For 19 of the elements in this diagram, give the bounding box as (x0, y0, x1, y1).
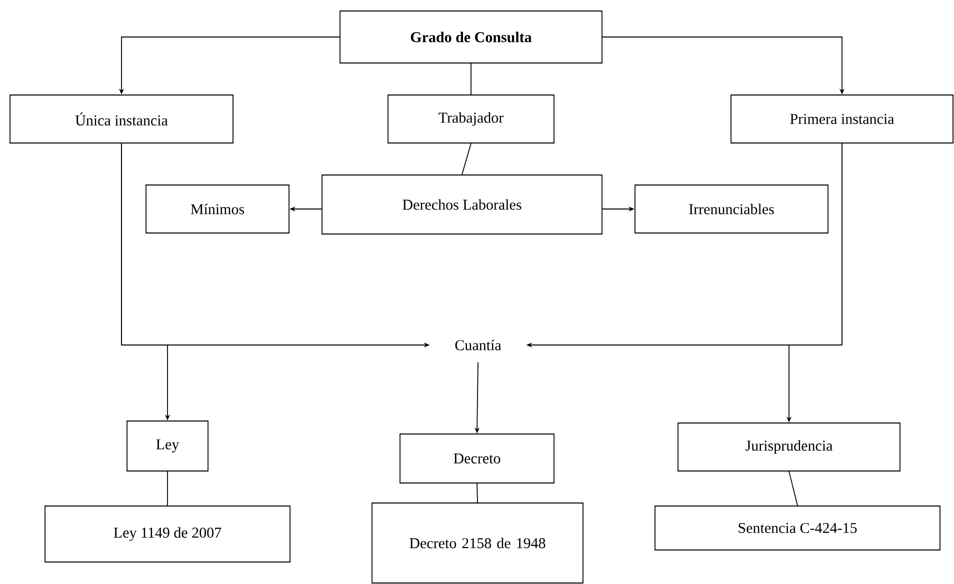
connector-line (476, 483, 478, 503)
concept-box: Decreto 2158 de 1948 (372, 502, 584, 584)
concept-box: Irrenunciables (634, 184, 828, 234)
concept-box: Sentencia C-424-15 (654, 506, 940, 550)
concept-box: Jurisprudencia (678, 422, 900, 472)
concept-box: Trabajador (388, 94, 554, 144)
connector-line (788, 471, 798, 506)
connector-line (462, 143, 472, 175)
concept-box: Mínimos (146, 184, 290, 234)
connector-line (167, 471, 168, 506)
concept-label: Cuantía (455, 340, 502, 350)
concept-box: Única instancia (10, 94, 234, 144)
concept-box: Derechos Laborales (322, 174, 602, 234)
concept-box: Decreto (400, 434, 554, 484)
concept-box: Ley 1149 de 2007 (44, 506, 290, 562)
concept-box: Ley (126, 420, 208, 472)
concept-box: Primera instancia (730, 94, 954, 144)
connector-line (470, 63, 472, 95)
concept-box: Grado de Consulta (340, 10, 602, 64)
